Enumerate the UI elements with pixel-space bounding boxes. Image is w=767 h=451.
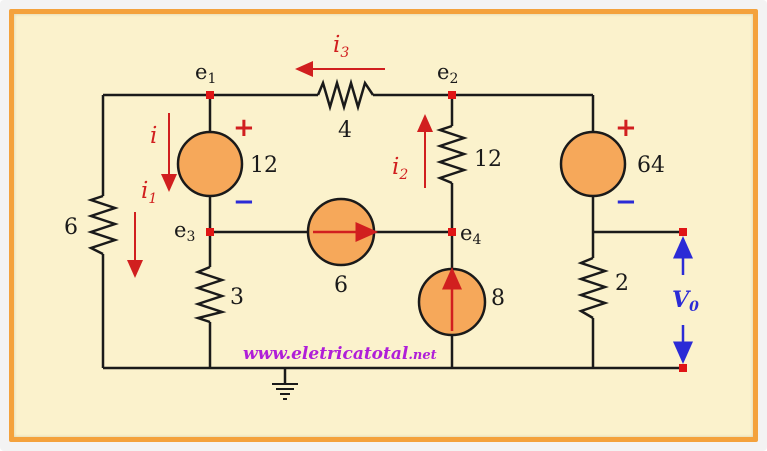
current-label-i3: i3 <box>333 32 349 61</box>
resistor-3 <box>193 265 227 324</box>
minus-v64: − <box>615 187 637 217</box>
node-label-e2: e2 <box>437 60 458 87</box>
value-r4: 4 <box>338 118 352 143</box>
voltage-source-64 <box>559 130 627 198</box>
node-label-e1: e1 <box>195 60 216 87</box>
value-r12: 12 <box>474 147 502 172</box>
output-terminal-top <box>679 228 687 236</box>
watermark: www.eletricatotal.net <box>243 344 437 364</box>
plus-v12: + <box>233 113 255 143</box>
node-dot-e1 <box>206 91 214 99</box>
current-label-i2: i2 <box>392 154 408 183</box>
plus-v64: + <box>615 113 637 143</box>
current-arrows <box>127 61 433 278</box>
diagram-panel <box>9 9 758 442</box>
value-cs8: 8 <box>491 286 505 311</box>
node-dots <box>206 91 687 372</box>
voltage-source-12 <box>176 130 244 198</box>
minus-v12: − <box>233 187 255 217</box>
current-label-i: i <box>150 123 157 149</box>
node-dot-e2 <box>448 91 456 99</box>
node-label-e4: e4 <box>460 221 481 248</box>
value-r3: 3 <box>230 285 244 310</box>
value-r2: 2 <box>615 271 629 296</box>
resistor-2 <box>577 256 609 320</box>
value-cs6: 6 <box>334 273 348 298</box>
value-r6: 6 <box>64 215 78 240</box>
output-terminal-bottom <box>679 364 687 372</box>
ground-icon <box>272 383 298 400</box>
resistor-6 <box>87 194 119 256</box>
value-v64: 64 <box>637 153 665 178</box>
current-label-i1: i1 <box>141 178 157 207</box>
sources <box>176 130 627 337</box>
resistor-4 <box>316 78 375 112</box>
node-dot-e3 <box>206 228 214 236</box>
node-label-e3: e3 <box>174 218 195 245</box>
node-dot-e4 <box>448 228 456 236</box>
value-v12: 12 <box>250 153 278 178</box>
resistor-12 <box>436 124 468 185</box>
output-voltage-label: V0 <box>672 287 699 315</box>
resistors <box>87 78 609 324</box>
